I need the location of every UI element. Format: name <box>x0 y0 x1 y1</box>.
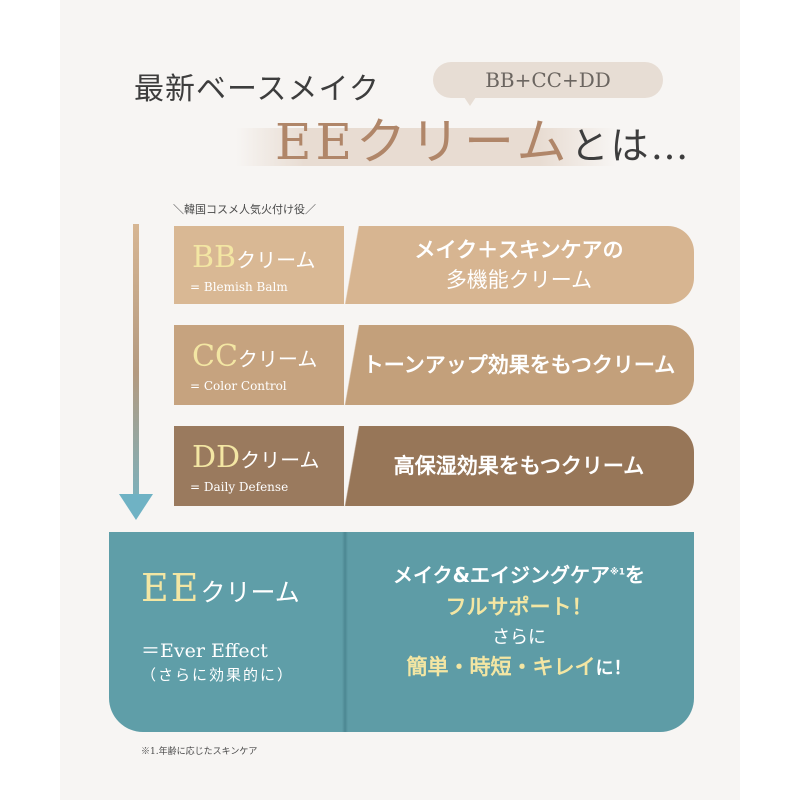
ee-sub-jp: （さらに効果的に） <box>141 666 295 684</box>
bb-desc-line-2: 多機能クリーム <box>445 268 593 292</box>
ee-divider <box>342 532 348 732</box>
row-dd-cream: DDクリーム = Daily Defense 高保湿効果をもつクリーム <box>174 426 694 506</box>
bb-abbr: BB <box>192 240 237 275</box>
dd-desc-box: 高保湿効果をもつクリーム <box>344 426 694 506</box>
dd-notch <box>344 426 360 506</box>
cc-cream: クリーム <box>237 347 318 371</box>
ee-line-2: フルサポート！ <box>445 595 593 619</box>
ee-line-1-text: メイク&エイジングケア <box>392 563 611 587</box>
down-arrow-head <box>119 494 153 520</box>
ee-line-4: 簡単・時短・キレイに！ <box>344 651 694 684</box>
ee-abbr: EE <box>141 566 201 610</box>
cc-desc-box: トーンアップ効果をもつクリーム <box>344 325 694 405</box>
ee-copy: メイク&エイジングケア※1を フルサポート！ さらに 簡単・時短・キレイに！ <box>344 560 694 684</box>
title-highlight <box>236 128 616 166</box>
ee-desc-box: メイク&エイジングケア※1を フルサポート！ さらに 簡単・時短・キレイに！ <box>344 532 694 732</box>
title-tail: とは… <box>570 124 691 168</box>
ee-label-box: EEクリーム ＝Ever Effect （さらに効果的に） <box>109 532 344 732</box>
ee-sub-en: ＝Ever Effect <box>141 640 268 662</box>
row-bb-cream: BBクリーム = Blemish Balm メイク＋スキンケアの 多機能クリーム <box>174 226 694 304</box>
cc-notch <box>344 325 360 405</box>
cc-name: CCクリーム <box>192 339 317 374</box>
cc-label-box: CCクリーム = Color Control <box>174 325 344 405</box>
ee-line-1: メイク&エイジングケア※1を <box>344 560 694 591</box>
dd-name: DDクリーム <box>192 440 320 475</box>
ee-note-mark: ※1 <box>610 567 626 578</box>
bb-sub: = Blemish Balm <box>190 280 288 294</box>
cc-abbr: CC <box>192 339 238 374</box>
dd-cream: クリーム <box>240 448 320 472</box>
bb-name: BBクリーム <box>192 240 316 275</box>
ee-name: EEクリーム <box>141 566 300 610</box>
row-cc-cream: CCクリーム = Color Control トーンアップ効果をもつクリーム <box>174 325 694 405</box>
footnote: ※1.年齢に応じたスキンケア <box>141 747 258 757</box>
ee-line-1-tail: を <box>625 563 646 587</box>
ee-cream-block: EEクリーム ＝Ever Effect （さらに効果的に） メイク&エイジングケ… <box>109 532 694 732</box>
bb-cream: クリーム <box>236 248 316 272</box>
bb-label-box: BBクリーム = Blemish Balm <box>174 226 344 304</box>
pill-tail <box>462 94 478 106</box>
bb-desc-line-1: メイク＋スキンケアの <box>414 237 624 262</box>
dd-sub: = Daily Defense <box>190 480 289 494</box>
ee-cream: クリーム <box>200 578 300 607</box>
ee-line-3: さらに <box>492 626 546 648</box>
dd-label-box: DDクリーム = Daily Defense <box>174 426 344 506</box>
dd-desc-line-1: 高保湿効果をもつクリーム <box>393 453 645 478</box>
combo-pill: BB+CC+DD <box>433 62 663 98</box>
cc-sub: = Color Control <box>190 379 287 393</box>
cc-desc-line-1: トーンアップ効果をもつクリーム <box>362 352 676 377</box>
dd-abbr: DD <box>192 440 241 475</box>
down-arrow-icon <box>133 224 139 496</box>
page-title: EEクリームとは… <box>275 102 691 174</box>
category-tag: ＼韓国コスメ人気火付け役／ <box>173 203 316 216</box>
ee-line-4-text: 簡単・時短・キレイ <box>406 655 596 680</box>
bb-desc-box: メイク＋スキンケアの 多機能クリーム <box>344 226 694 304</box>
bb-notch <box>344 226 360 304</box>
ee-line-4-tail: に！ <box>595 658 632 680</box>
header-subtitle: 最新ベースメイク <box>134 72 380 107</box>
title-main: EEクリーム <box>275 113 571 171</box>
